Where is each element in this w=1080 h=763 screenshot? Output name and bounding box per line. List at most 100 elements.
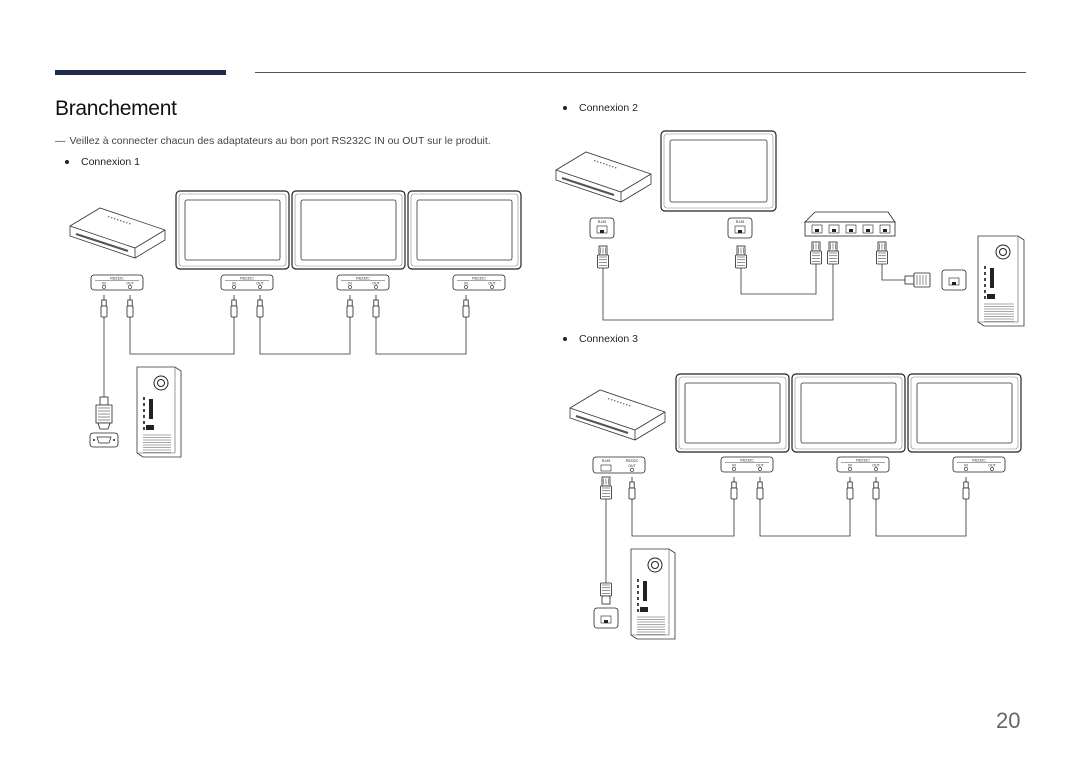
stereo-jack-plug xyxy=(372,295,380,321)
port-jack xyxy=(374,285,378,289)
port-panel-label: RS232C xyxy=(626,459,639,463)
port-label: IN xyxy=(464,282,468,286)
port-jack xyxy=(348,285,352,289)
port-panel-label: RS232C xyxy=(972,459,986,463)
display-monitor xyxy=(660,130,777,212)
pc-tower xyxy=(977,235,1025,327)
port-label: OUT xyxy=(372,282,380,286)
connection-3-heading: Connexion 3 xyxy=(563,333,638,345)
rj45-label: RJ45 xyxy=(736,220,744,224)
port-jack xyxy=(874,467,878,471)
display-monitor xyxy=(407,190,522,270)
stereo-jack-plug xyxy=(962,477,970,503)
header-rule xyxy=(255,72,1026,73)
port-jack xyxy=(490,285,494,289)
cable xyxy=(259,321,351,355)
connection-1-heading: Connexion 1 xyxy=(65,156,140,168)
dsub-9pin-port xyxy=(89,432,119,448)
stereo-jack-plug xyxy=(628,477,636,503)
fan-icon xyxy=(153,375,169,391)
connection-3-label: Connexion 3 xyxy=(579,333,638,345)
stereo-jack-plug xyxy=(730,477,738,503)
display-monitor xyxy=(675,373,790,453)
media-player-box xyxy=(569,389,666,441)
display-monitor xyxy=(291,190,406,270)
port-panel-label: RS232C xyxy=(740,459,754,463)
port-label: IN xyxy=(964,464,968,468)
cable xyxy=(602,264,834,321)
cable xyxy=(759,503,851,537)
port-jack xyxy=(758,467,762,471)
cable xyxy=(375,321,467,355)
rj45-plug xyxy=(876,241,888,265)
rj45-plug xyxy=(810,241,822,265)
rj45-port: RJ45 xyxy=(727,217,753,239)
port-jack xyxy=(258,285,262,289)
port-panel-label: RS232C xyxy=(472,277,486,281)
stereo-jack-plug xyxy=(100,295,108,321)
rj45-plug xyxy=(600,582,612,605)
port-jack xyxy=(990,467,994,471)
port-label: IN xyxy=(348,282,352,286)
display-monitor xyxy=(791,373,906,453)
media-player-box xyxy=(69,207,166,259)
port-label: OUT xyxy=(872,464,880,468)
stereo-jack-plug xyxy=(346,295,354,321)
cable xyxy=(740,264,817,295)
rj45-plug xyxy=(600,476,612,500)
display-monitor xyxy=(907,373,1022,453)
dsub-9pin-plug xyxy=(95,396,113,430)
port-panel: RS232C IN OUT xyxy=(452,274,506,291)
stereo-jack-plug xyxy=(230,295,238,321)
stereo-jack-plug xyxy=(846,477,854,503)
port-jack xyxy=(848,467,852,471)
port-jack xyxy=(630,468,634,472)
rj45-plug xyxy=(904,272,931,288)
port-label: OUT xyxy=(756,464,764,468)
port-jack xyxy=(464,285,468,289)
port-label: OUT xyxy=(988,464,996,468)
port-label: OUT xyxy=(488,282,496,286)
rj45-label: RJ45 xyxy=(598,220,606,224)
page-title: Branchement xyxy=(55,97,177,120)
cable xyxy=(129,321,235,355)
port-jack xyxy=(128,285,132,289)
connection-2-label: Connexion 2 xyxy=(579,102,638,114)
fan-icon xyxy=(647,557,663,573)
port-jack xyxy=(232,285,236,289)
network-switch xyxy=(804,211,896,237)
stereo-jack-plug xyxy=(126,295,134,321)
connection-2-heading: Connexion 2 xyxy=(563,102,638,114)
rj45-plug xyxy=(827,241,839,265)
pc-tower xyxy=(136,366,182,458)
cable xyxy=(875,503,967,537)
cable xyxy=(881,264,905,281)
rj45-plug xyxy=(597,245,609,269)
port-panel-label: RS232C xyxy=(240,277,254,281)
cable xyxy=(631,503,735,537)
port-label: OUT xyxy=(628,464,635,468)
port-panel-label: RS232C xyxy=(356,277,370,281)
rj45-port: RJ45 xyxy=(589,217,615,239)
pc-tower xyxy=(630,548,676,640)
stereo-jack-plug xyxy=(756,477,764,503)
port-label: OUT xyxy=(256,282,264,286)
port-jack xyxy=(102,285,106,289)
port-panel-label: RS232C xyxy=(110,277,124,281)
stereo-jack-plug xyxy=(462,295,470,321)
rj45-label: RJ45 xyxy=(602,459,610,463)
rj45-port xyxy=(941,269,967,291)
media-player-box xyxy=(555,151,652,203)
note-dash: — xyxy=(55,135,66,147)
port-panel: RS232C IN OUT xyxy=(336,274,390,291)
port-panel: RS232C IN OUT xyxy=(952,456,1006,473)
rj45-plug xyxy=(735,245,747,269)
display-monitor xyxy=(175,190,290,270)
note: —Veillez à connecter chacun des adaptate… xyxy=(55,135,491,147)
